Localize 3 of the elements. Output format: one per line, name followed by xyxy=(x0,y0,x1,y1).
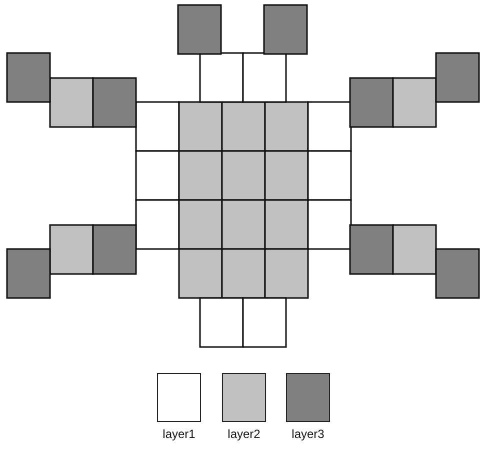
legend-label: layer3 xyxy=(292,427,324,441)
legend-label: layer1 xyxy=(162,427,196,441)
legend-label: layer2 xyxy=(228,427,260,441)
